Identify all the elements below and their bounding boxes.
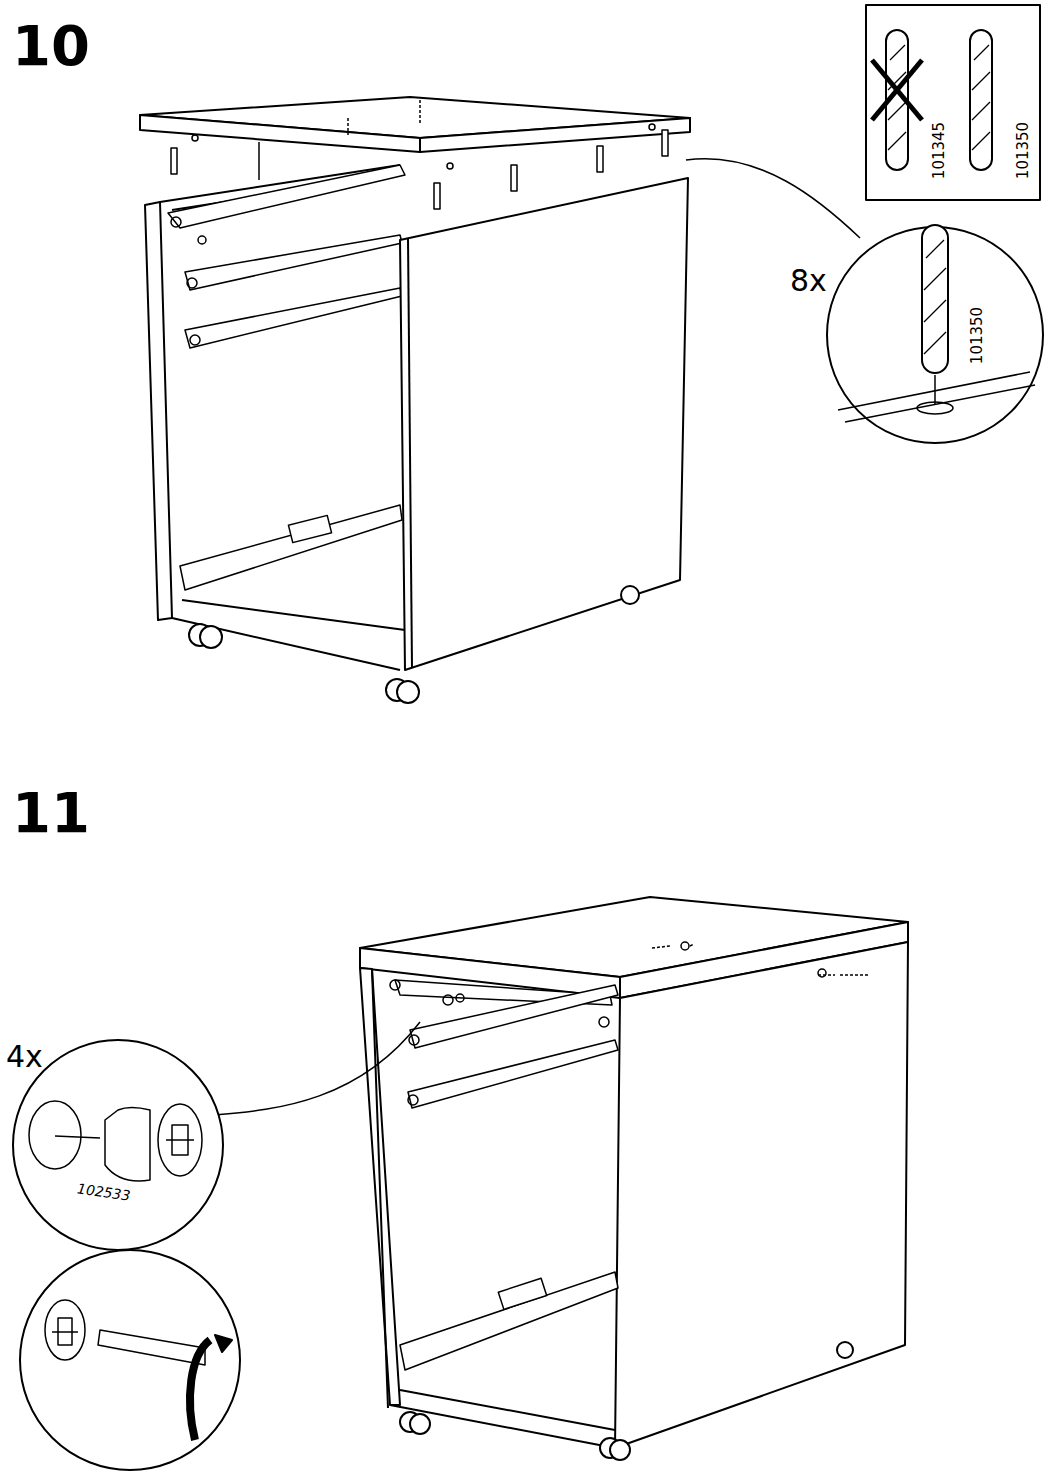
part-number: 101350 (1016, 121, 1031, 178)
quantity-label: 4x (6, 1042, 43, 1072)
step-number: 10 (12, 18, 90, 74)
step-number: 11 (12, 785, 90, 841)
part-number: 101350 (970, 306, 985, 363)
quantity-label: 8x (790, 266, 827, 296)
part-number: 101345 (932, 121, 947, 178)
